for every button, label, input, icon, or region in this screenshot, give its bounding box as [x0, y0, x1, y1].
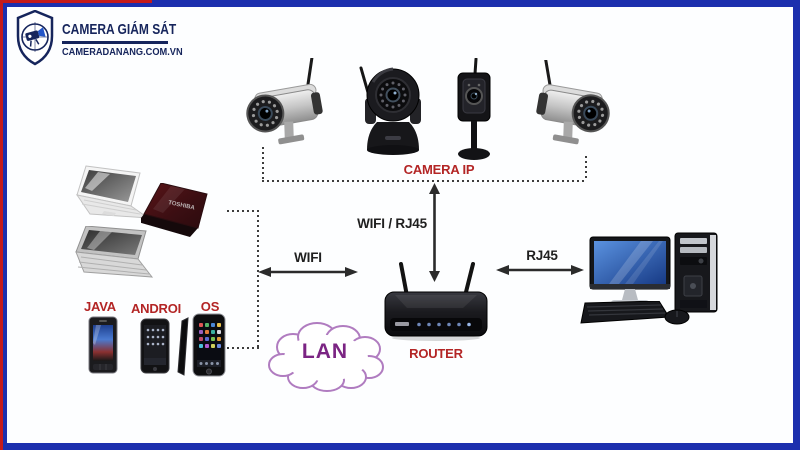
- phone-android-label: ANDROI: [130, 301, 182, 316]
- mouse-icon: [664, 309, 690, 325]
- laptop-silver-icon: [75, 226, 154, 278]
- logo-subtitle: CAMERADANANG.COM.VN: [62, 46, 183, 58]
- phone-ios-label: OS: [200, 299, 220, 314]
- red-frame-top: [0, 0, 152, 3]
- router-label: ROUTER: [409, 346, 463, 361]
- shield-logo-icon: [16, 10, 54, 66]
- laptop-brand-text: TOSHIBA: [168, 200, 196, 212]
- lan-label: LAN: [301, 340, 349, 363]
- lan-cloud-icon: [268, 322, 384, 392]
- phone-java-label: JAVA: [84, 299, 116, 314]
- phone-android-icon: [140, 318, 170, 374]
- laptop-toshiba-icon: TOSHIBA: [141, 183, 208, 237]
- laptops-connector-line: [227, 210, 259, 212]
- phone-ios-icon: [177, 313, 226, 377]
- clients-router-arrow: [258, 267, 358, 277]
- wifi-label: WIFI: [294, 250, 322, 265]
- camera-ip-label: CAMERA IP: [403, 162, 475, 177]
- laptop-white-icon: [76, 165, 150, 219]
- wifi-rj45-label: WIFI / RJ45: [357, 216, 427, 231]
- monitor-icon: [589, 236, 671, 306]
- cube-camera-icon: [457, 58, 491, 160]
- logo-title: CAMERA GIÁM SÁT: [62, 21, 177, 38]
- clients-connector-line: [257, 210, 259, 349]
- rj45-label: RJ45: [526, 248, 558, 263]
- ptz-camera-icon: [359, 66, 421, 155]
- tower-icon: [674, 232, 718, 313]
- router-pc-arrow: [496, 265, 584, 275]
- camera-bracket-line: [262, 180, 587, 182]
- red-frame-left: [0, 0, 3, 450]
- logo-divider: [62, 41, 168, 44]
- phone-java-icon: [88, 316, 118, 374]
- cameras-router-arrow: [429, 183, 440, 282]
- phones-connector-line: [227, 347, 259, 349]
- camera-bracket-right-stub: [585, 156, 587, 181]
- camera-bracket-left-stub: [262, 147, 264, 181]
- bullet-camera-right-icon: [536, 60, 610, 145]
- keyboard-icon: [580, 301, 669, 324]
- router-icon: [384, 262, 488, 341]
- bullet-camera-left-icon: [246, 58, 323, 145]
